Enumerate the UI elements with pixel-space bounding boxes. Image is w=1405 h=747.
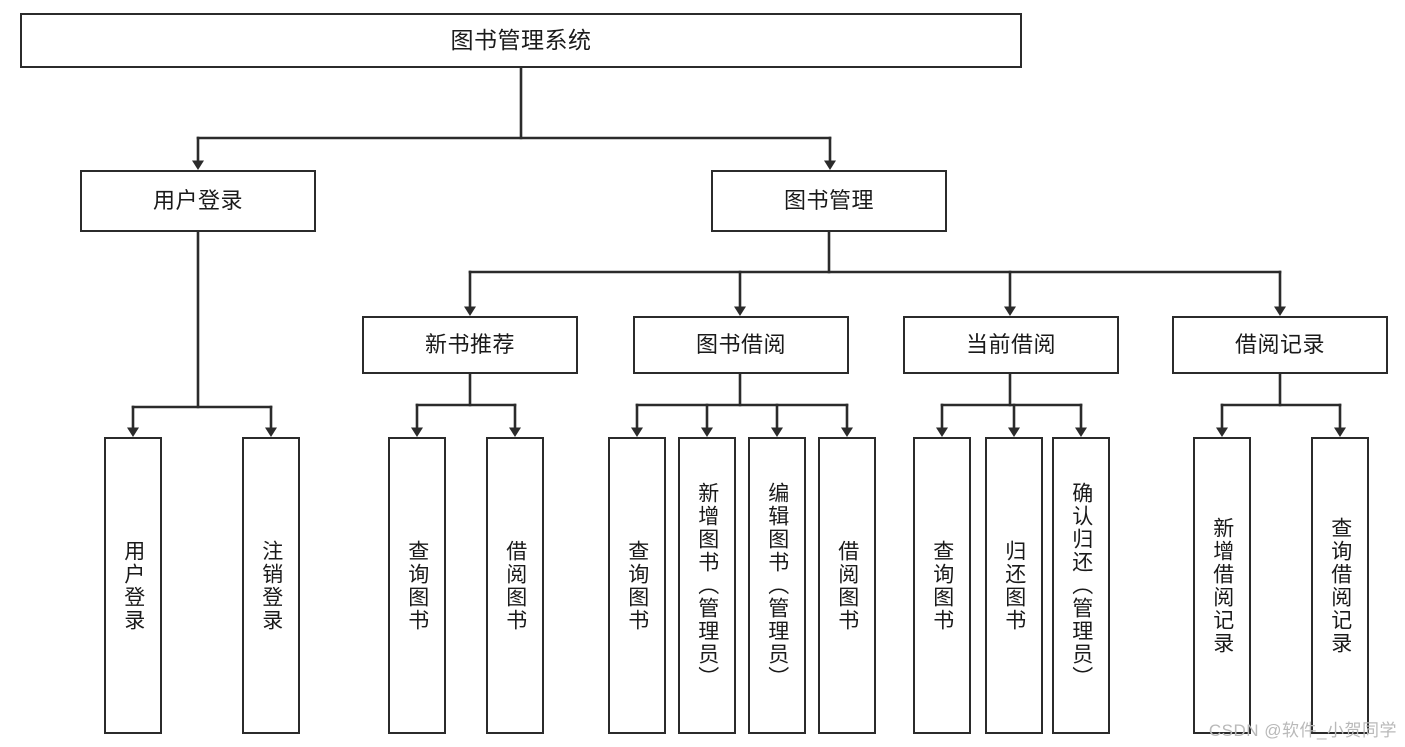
node-new-book-recommend-label: 新书推荐	[424, 332, 515, 358]
node-root-label: 图书管理系统	[450, 26, 592, 53]
node-leaf-borrow-book-2-label: 借阅图书	[835, 539, 859, 632]
node-leaf-query-book-1-label: 查询图书	[405, 539, 429, 632]
node-leaf-return-book-label: 归还图书	[1002, 539, 1026, 632]
node-leaf-confirm-return[interactable]: 确认归还（管理员）	[1052, 437, 1110, 734]
node-book-borrow-label: 图书借阅	[695, 332, 786, 358]
node-root[interactable]: 图书管理系统	[20, 13, 1022, 68]
node-leaf-query-record-label: 查询借阅记录	[1328, 516, 1352, 655]
node-leaf-add-book-label: 新增图书（管理员）	[695, 482, 719, 689]
node-book-manage[interactable]: 图书管理	[711, 170, 947, 232]
node-leaf-borrow-book-1-label: 借阅图书	[503, 539, 527, 632]
node-leaf-query-book-1[interactable]: 查询图书	[388, 437, 446, 734]
node-leaf-logout-login-label: 注销登录	[259, 539, 283, 632]
csdn-watermark: CSDN @软件_小贺同学	[1208, 721, 1397, 740]
node-leaf-edit-book[interactable]: 编辑图书（管理员）	[748, 437, 806, 734]
node-leaf-borrow-book-1[interactable]: 借阅图书	[486, 437, 544, 734]
node-current-borrow[interactable]: 当前借阅	[903, 316, 1119, 374]
node-borrow-record[interactable]: 借阅记录	[1172, 316, 1388, 374]
node-leaf-return-book[interactable]: 归还图书	[985, 437, 1043, 734]
node-leaf-logout-login[interactable]: 注销登录	[242, 437, 300, 734]
node-new-book-recommend[interactable]: 新书推荐	[362, 316, 578, 374]
node-leaf-query-record[interactable]: 查询借阅记录	[1311, 437, 1369, 734]
node-leaf-user-login-label: 用户登录	[121, 539, 145, 632]
node-leaf-query-book-3-label: 查询图书	[930, 539, 954, 632]
node-leaf-add-book[interactable]: 新增图书（管理员）	[678, 437, 736, 734]
node-leaf-query-book-2[interactable]: 查询图书	[608, 437, 666, 734]
node-borrow-record-label: 借阅记录	[1234, 332, 1325, 358]
node-leaf-query-book-3[interactable]: 查询图书	[913, 437, 971, 734]
node-book-manage-label: 图书管理	[783, 188, 874, 214]
node-user-login-label: 用户登录	[152, 188, 243, 214]
node-leaf-add-record-label: 新增借阅记录	[1210, 516, 1234, 655]
node-user-login[interactable]: 用户登录	[80, 170, 316, 232]
node-leaf-query-book-2-label: 查询图书	[625, 539, 649, 632]
node-leaf-borrow-book-2[interactable]: 借阅图书	[818, 437, 876, 734]
node-leaf-edit-book-label: 编辑图书（管理员）	[765, 482, 789, 689]
node-book-borrow[interactable]: 图书借阅	[633, 316, 849, 374]
node-leaf-user-login[interactable]: 用户登录	[104, 437, 162, 734]
node-leaf-confirm-return-label: 确认归还（管理员）	[1069, 482, 1093, 689]
node-current-borrow-label: 当前借阅	[965, 332, 1056, 358]
node-leaf-add-record[interactable]: 新增借阅记录	[1193, 437, 1251, 734]
